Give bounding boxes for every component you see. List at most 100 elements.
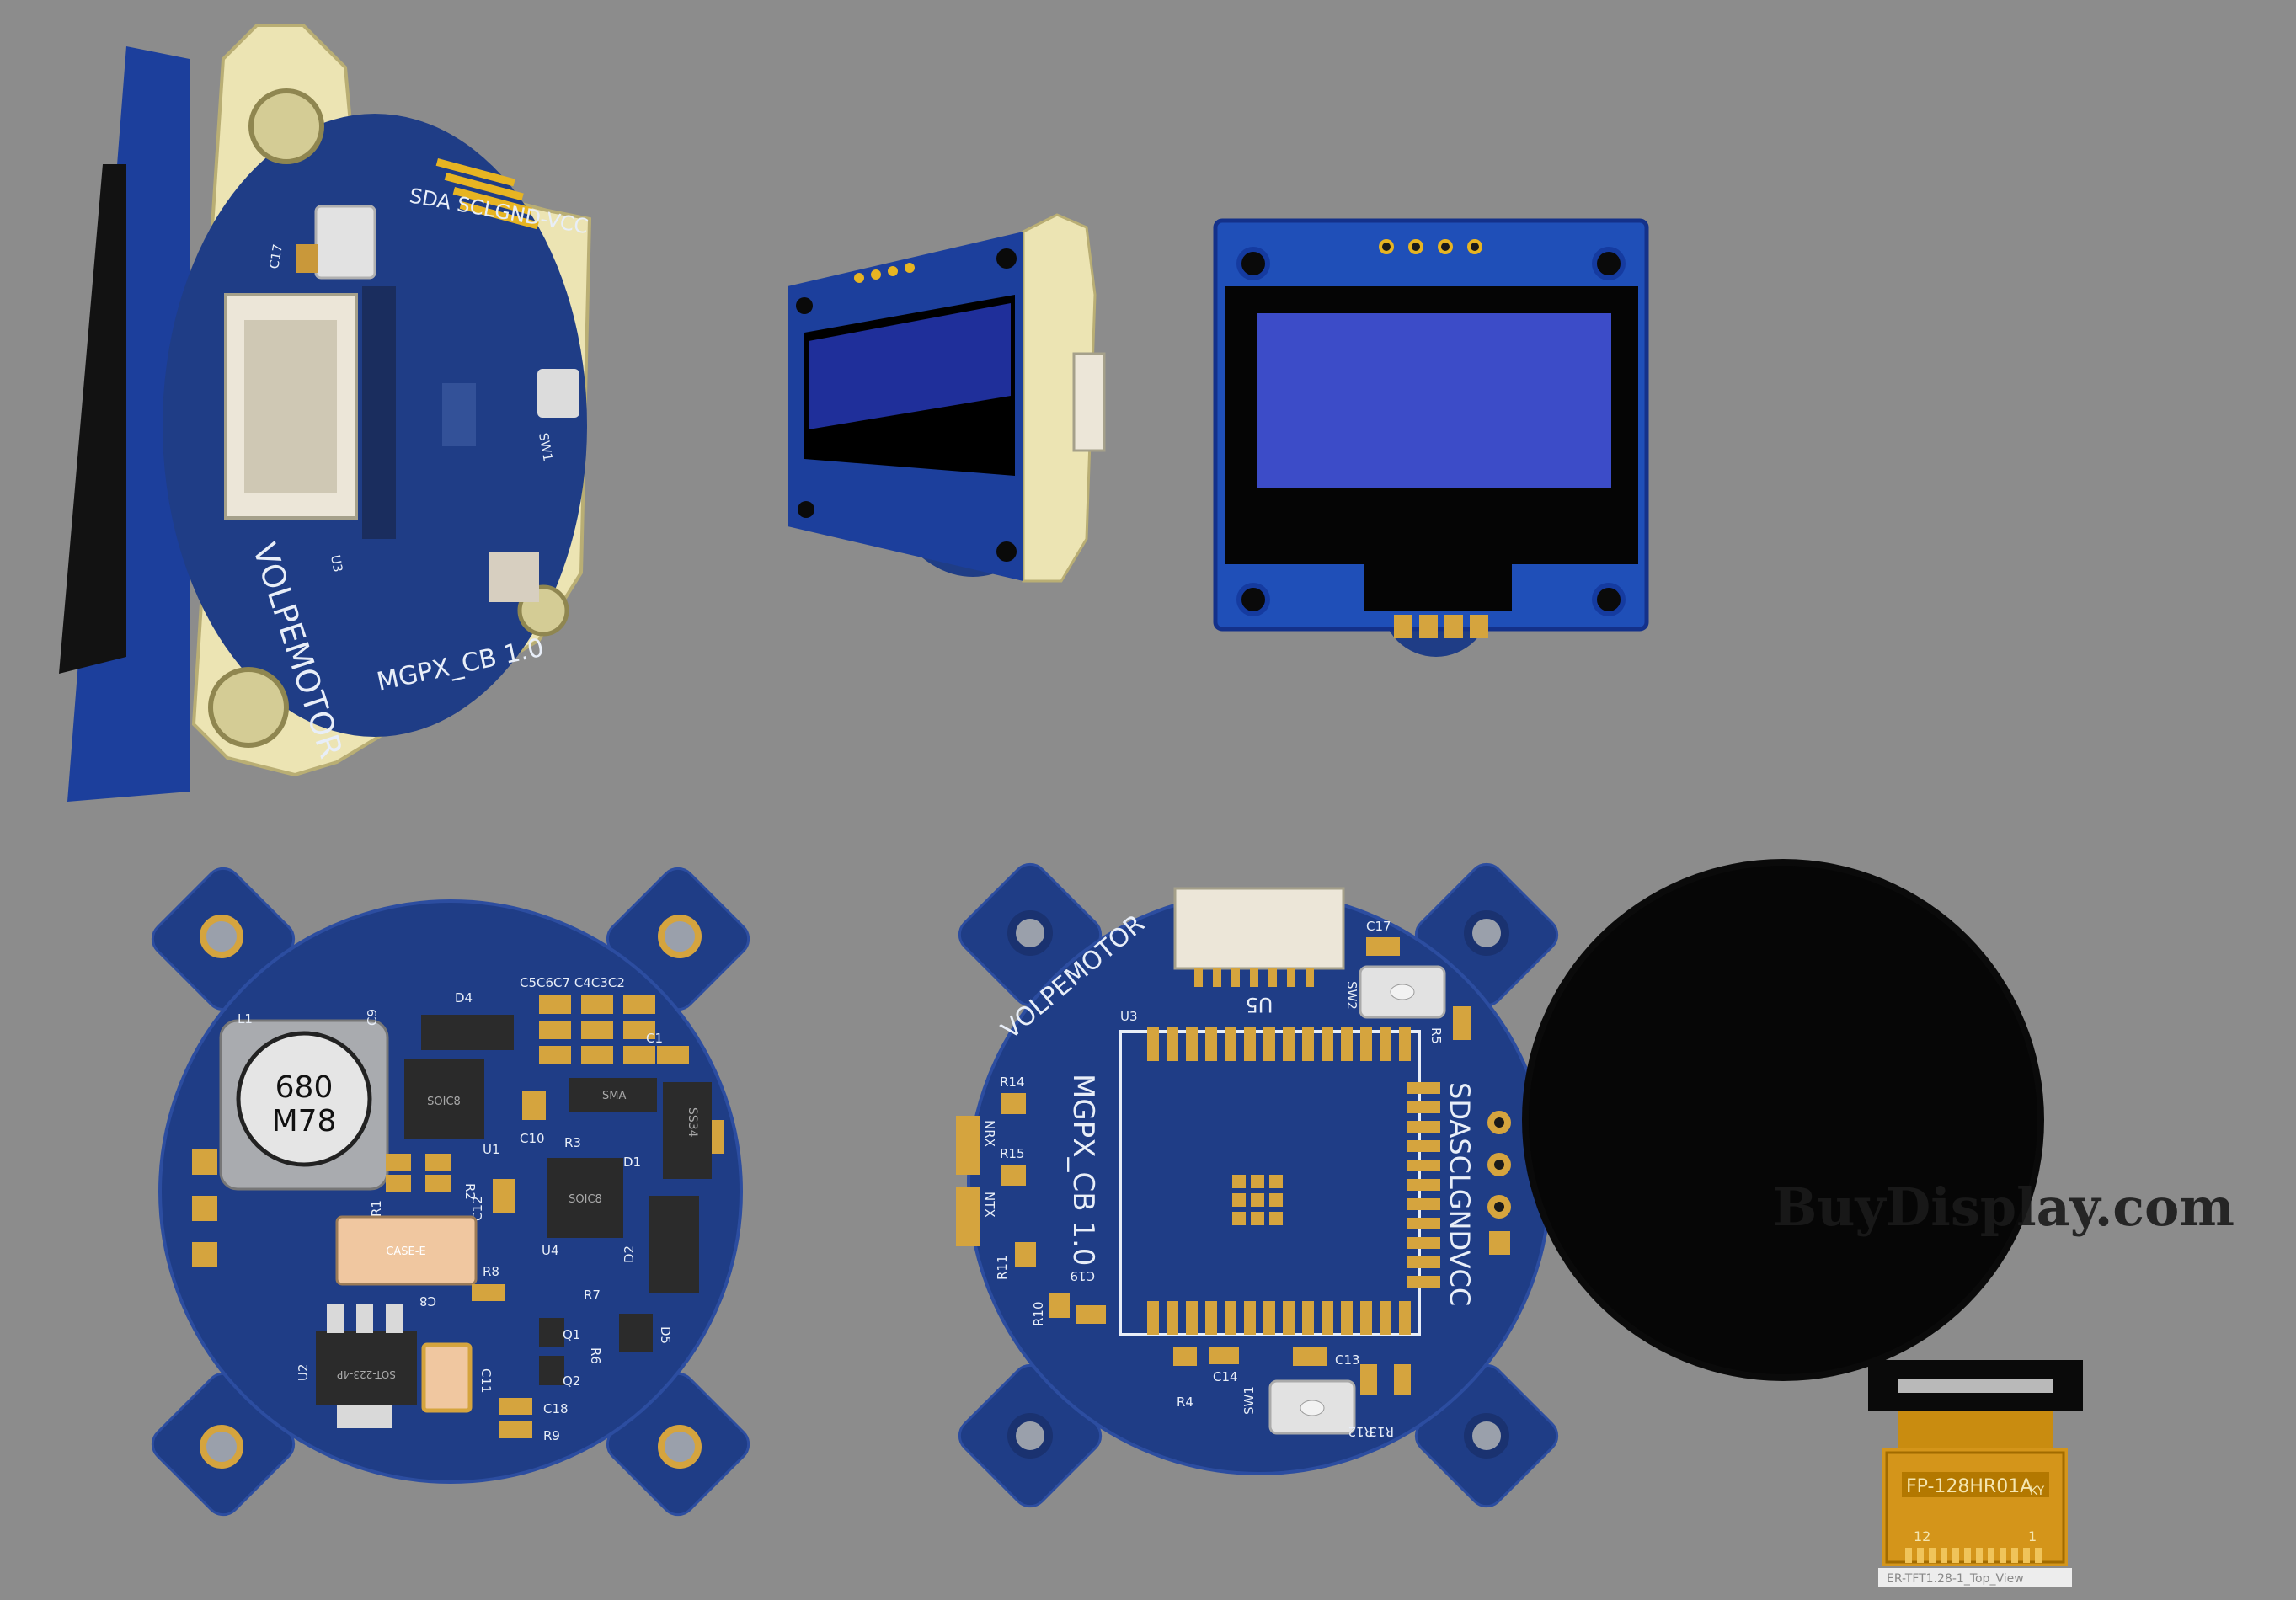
sw1-label: SW1 <box>536 432 556 463</box>
u3-center-pads <box>1232 1175 1283 1225</box>
u1-chip <box>404 1059 484 1139</box>
model-label-top: MGPX_CB 1.0 <box>1066 1074 1100 1266</box>
switch <box>537 369 579 418</box>
l1-label: L1 <box>238 1011 253 1027</box>
r14-label: R14 <box>1000 1075 1025 1090</box>
top-board: U5 VOLPEMOTOR C17 SW2 R5 U3 <box>956 862 1559 1508</box>
corner-hole <box>1236 247 1270 280</box>
corner-hole <box>1592 247 1626 280</box>
header-pins-front <box>1379 239 1482 254</box>
cap-grid <box>539 995 689 1064</box>
q2-label: Q2 <box>563 1373 580 1389</box>
corner-hole <box>798 501 814 518</box>
fpc-pin12: 12 <box>1914 1528 1930 1544</box>
d5-label: D5 <box>658 1326 673 1344</box>
angled-board-assembly: SDA SCLGND-VCC C17 SW1 VOLPEMOTOR MGPX_C… <box>59 24 592 802</box>
via-grid <box>442 383 476 446</box>
fpc-contacts <box>1905 1548 2042 1563</box>
front-oled-assembly <box>1213 218 1649 657</box>
mount-hole <box>248 88 324 164</box>
r8-resistor <box>472 1284 505 1301</box>
c10-label: C10 <box>520 1131 545 1146</box>
fpc-label-box <box>1902 1472 2049 1497</box>
oled-flex <box>1364 564 1512 611</box>
d1-label: D1 <box>623 1155 641 1170</box>
c8-label: C8 <box>419 1293 436 1309</box>
c17-label-top: C17 <box>1366 919 1391 934</box>
ss34-label: SS34 <box>686 1107 699 1138</box>
inductor-marking-bottom: M78 <box>272 1104 337 1139</box>
sma-label: SMA <box>602 1090 626 1102</box>
oled-active-small <box>809 303 1011 429</box>
header-through-holes <box>1487 1111 1511 1219</box>
fpc-code: KY <box>2030 1485 2045 1498</box>
round-display: BuyDisplay.com FP-128HR01A KY 12 1 ER-TF… <box>1522 859 2235 1587</box>
u4-soic: SOIC8 <box>569 1193 602 1206</box>
u2-label: U2 <box>296 1363 311 1381</box>
tactile-button <box>314 205 376 280</box>
uart-pad <box>956 1116 980 1175</box>
header-label-top: SDASCLGNDVCC <box>1444 1082 1476 1306</box>
c18-label: C18 <box>543 1401 569 1416</box>
c11-label: C11 <box>478 1368 494 1394</box>
u3-label: U3 <box>328 554 345 573</box>
u1-label: U1 <box>483 1142 500 1157</box>
corner-hole <box>1592 583 1626 616</box>
solder-pads-front <box>1394 615 1488 638</box>
ss34-diode <box>663 1082 712 1179</box>
c10-cap <box>522 1091 546 1120</box>
nrx-label: NRX <box>982 1120 997 1147</box>
ntx-label: NTX <box>982 1192 997 1218</box>
u4-label: U4 <box>542 1243 559 1258</box>
header-pins-small <box>854 263 915 283</box>
fpc-tail <box>1882 1448 2068 1566</box>
r7-label: R7 <box>584 1288 601 1303</box>
r1-label: R1 <box>369 1200 384 1217</box>
display-watermark: BuyDisplay.com <box>1773 1176 2235 1238</box>
smd-parts <box>489 552 539 602</box>
mount-hole <box>208 667 289 748</box>
display-caption: ER-TFT1.28-1_Top_View <box>1887 1572 2024 1586</box>
bottom-small-parts <box>1173 1347 1411 1395</box>
u3-bottom-pads <box>1147 1301 1411 1335</box>
uart-pad <box>956 1187 980 1246</box>
fpc-connector-small <box>1072 352 1106 452</box>
header-pins <box>435 158 539 230</box>
r11-label: R11 <box>995 1255 1010 1280</box>
fpc-neck <box>1898 1411 2053 1448</box>
d2-label: D2 <box>622 1245 637 1263</box>
c12-label: C12 <box>470 1196 485 1221</box>
r5-resistor <box>1453 1006 1471 1040</box>
q1-label: Q1 <box>563 1327 580 1342</box>
capacitor <box>296 244 318 273</box>
sw1-actuator <box>1300 1400 1325 1416</box>
u2-tabs <box>327 1304 403 1428</box>
ss34-pad <box>712 1120 724 1154</box>
d4-label: D4 <box>455 990 473 1005</box>
r9-resistor <box>499 1421 532 1438</box>
c19-cap <box>1076 1305 1106 1324</box>
u5-connector <box>1173 887 1345 970</box>
r6-label: R6 <box>588 1347 603 1364</box>
c17-cap <box>1366 937 1400 956</box>
sw2-label: SW2 <box>1344 981 1359 1010</box>
sot-label: SOT-223-4P <box>337 1368 396 1380</box>
r12-label: R12 <box>1348 1424 1373 1439</box>
chip-pins <box>362 286 396 539</box>
r11-resistor <box>1015 1242 1036 1267</box>
small-resistors <box>386 1154 515 1213</box>
small-oled-assembly <box>788 213 1106 583</box>
corner-hole <box>1236 583 1270 616</box>
r10-label: R10 <box>1031 1301 1046 1326</box>
bottom-board: 680 M78 L1 C9 D4 SOIC8 U1 C5C6C7 C4C3C2 … <box>151 867 750 1517</box>
r3-label: R3 <box>564 1135 581 1150</box>
r10-resistor <box>1049 1293 1070 1318</box>
c19-label: C19 <box>1070 1268 1095 1283</box>
mount-holes <box>200 915 702 1469</box>
c17-label: C17 <box>266 243 286 269</box>
display-glass <box>1529 866 2037 1374</box>
inductor-marking-top: 680 <box>275 1070 334 1105</box>
r13-r12-label: R13 <box>1369 1424 1394 1439</box>
c18-cap <box>499 1398 532 1415</box>
